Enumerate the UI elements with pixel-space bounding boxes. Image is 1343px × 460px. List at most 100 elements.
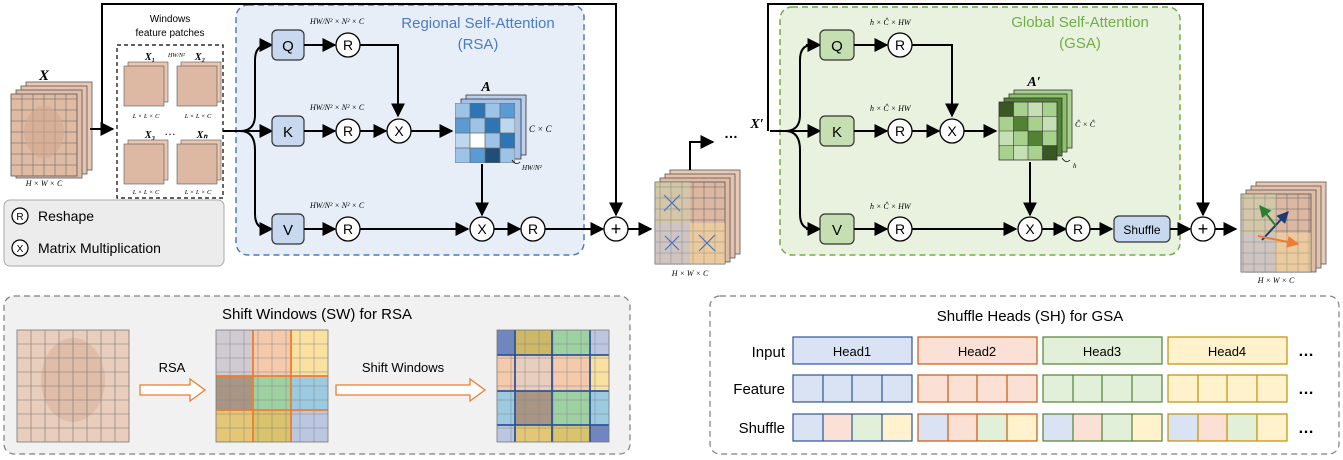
sh-head1 bbox=[792, 336, 913, 365]
svg-text:R: R bbox=[895, 37, 905, 53]
rsa-attention-count: HW/N² bbox=[521, 164, 543, 172]
window-label-xn: Xₙ bbox=[196, 130, 209, 141]
svg-text:Head2: Head2 bbox=[958, 344, 996, 359]
svg-text:+: + bbox=[1198, 219, 1209, 239]
rsa-title-abbr: (RSA) bbox=[458, 36, 499, 53]
input-dims: H × W × C bbox=[25, 179, 63, 188]
rsa-attention-dims: C × C bbox=[529, 124, 553, 134]
rsa-attention-label: A bbox=[480, 80, 490, 95]
sh-feature-row bbox=[792, 374, 1288, 403]
sh-row-label-input: Input bbox=[752, 344, 786, 361]
svg-text:R: R bbox=[895, 221, 905, 237]
svg-text:X: X bbox=[477, 221, 487, 237]
shift-windows-title: Shift Windows (SW) for RSA bbox=[222, 306, 412, 323]
svg-text:R: R bbox=[528, 221, 538, 237]
windows-patches-box bbox=[116, 44, 224, 199]
svg-text:V: V bbox=[832, 222, 842, 239]
sw-rsa-arrow bbox=[139, 377, 207, 403]
input-symbol: X bbox=[38, 68, 50, 84]
gsa-attention-count: h bbox=[1073, 162, 1077, 170]
gsa-attention-map bbox=[998, 89, 1073, 161]
windows-ellipsis: … bbox=[164, 124, 176, 138]
sh-head2 bbox=[917, 336, 1038, 365]
intermediate-dims: H × W × C bbox=[671, 269, 709, 278]
window-dims-x3: L × L × C bbox=[132, 189, 160, 196]
sh-feature-ellipsis: … bbox=[1298, 381, 1314, 398]
rsa-attention-map bbox=[455, 94, 527, 163]
svg-text:Q: Q bbox=[831, 38, 843, 55]
sh-input-row bbox=[792, 336, 1288, 365]
sh-shuffle-row bbox=[792, 413, 1288, 442]
svg-text:Shuffle: Shuffle bbox=[1123, 223, 1160, 237]
window-dims-x2: L × L × C bbox=[184, 113, 212, 120]
rsa-residual-connection bbox=[101, 3, 623, 217]
rsa-k-dims: HW/N² × N² × C bbox=[309, 103, 365, 112]
svg-text:V: V bbox=[283, 222, 293, 239]
sh-head4 bbox=[1167, 336, 1288, 365]
svg-text:R: R bbox=[343, 123, 353, 139]
svg-text:X: X bbox=[394, 123, 404, 139]
shuffle-heads-title: Shuffle Heads (SH) for GSA bbox=[937, 308, 1123, 325]
window-patch-x3 bbox=[123, 139, 169, 185]
svg-text:+: + bbox=[611, 219, 622, 239]
svg-text:X: X bbox=[947, 123, 957, 139]
sw-rsa-windows bbox=[215, 329, 329, 443]
sw-rsa-label: RSA bbox=[159, 360, 186, 375]
window-patch-x1 bbox=[123, 61, 169, 107]
window-label-x1: X₁ bbox=[144, 52, 155, 63]
gsa-attention-label: A′ bbox=[1026, 75, 1040, 90]
input-feature-stack bbox=[10, 81, 93, 179]
gsa-q-dims: h × Ĉ × HW bbox=[870, 17, 912, 27]
intermediate-feature-stack bbox=[654, 169, 741, 265]
sh-row-label-shuffle: Shuffle bbox=[739, 420, 785, 437]
svg-text:Head3: Head3 bbox=[1083, 344, 1121, 359]
sh-head3 bbox=[1042, 336, 1163, 365]
rsa-q-dims: HW/N² × N² × C bbox=[309, 17, 365, 26]
svg-text:R: R bbox=[1073, 221, 1083, 237]
sw-shift-arrow bbox=[335, 377, 487, 403]
reshape-legend-icon bbox=[11, 207, 29, 225]
sh-input-ellipsis: … bbox=[1298, 343, 1314, 360]
svg-text:R: R bbox=[343, 37, 353, 53]
gsa-title: Global Self-Attention bbox=[1011, 14, 1149, 31]
window-patch-x2 bbox=[176, 61, 222, 107]
gsa-v-dims: h × Ĉ × HW bbox=[870, 201, 912, 211]
sw-shift-label: Shift Windows bbox=[362, 360, 445, 375]
svg-text:R: R bbox=[895, 123, 905, 139]
svg-text:X: X bbox=[1025, 221, 1035, 237]
window-label-x3: X₃ bbox=[144, 130, 155, 141]
intermediate-ellipsis: … bbox=[724, 125, 738, 141]
window-dims-xn: L × L × C bbox=[184, 189, 212, 196]
gsa-attention-dims: Ĉ × Ĉ bbox=[1075, 119, 1096, 129]
windows-title-line1: Windows bbox=[150, 14, 191, 25]
svg-text:R: R bbox=[16, 212, 23, 223]
rsa-title: Regional Self-Attention bbox=[401, 15, 554, 32]
gsa-residual-connection bbox=[767, 3, 1210, 217]
svg-text:Q: Q bbox=[282, 38, 294, 55]
windows-title-line2: feature patches bbox=[136, 28, 205, 39]
sw-original-image bbox=[16, 329, 130, 443]
gsa-title-abbr: (GSA) bbox=[1059, 35, 1101, 52]
sw-shifted-windows bbox=[496, 329, 610, 443]
svg-text:X: X bbox=[17, 244, 24, 255]
window-dims-x1: L × L × C bbox=[132, 113, 160, 120]
svg-text:Head4: Head4 bbox=[1208, 344, 1246, 359]
legend-matmul-label: Matrix Multiplication bbox=[38, 240, 161, 256]
gsa-k-dims: h × Ĉ × HW bbox=[870, 103, 912, 113]
window-patch-xn bbox=[176, 139, 222, 185]
window-count: HW/N² bbox=[167, 53, 185, 59]
arrow-intermediate-up bbox=[689, 135, 715, 170]
output-feature-stack bbox=[1240, 181, 1327, 273]
intermediate-symbol: X′ bbox=[749, 117, 763, 132]
svg-text:Head1: Head1 bbox=[833, 344, 871, 359]
svg-text:K: K bbox=[832, 124, 842, 141]
matmul-legend-icon bbox=[11, 239, 29, 257]
legend-reshape-label: Reshape bbox=[38, 208, 94, 224]
svg-text:K: K bbox=[283, 124, 293, 141]
sh-shuffle-ellipsis: … bbox=[1298, 420, 1314, 437]
window-label-x2: X₂ bbox=[194, 52, 205, 63]
legend-box bbox=[3, 199, 225, 267]
sh-row-label-feature: Feature bbox=[733, 381, 785, 398]
output-dims: H × W × C bbox=[1257, 276, 1295, 285]
